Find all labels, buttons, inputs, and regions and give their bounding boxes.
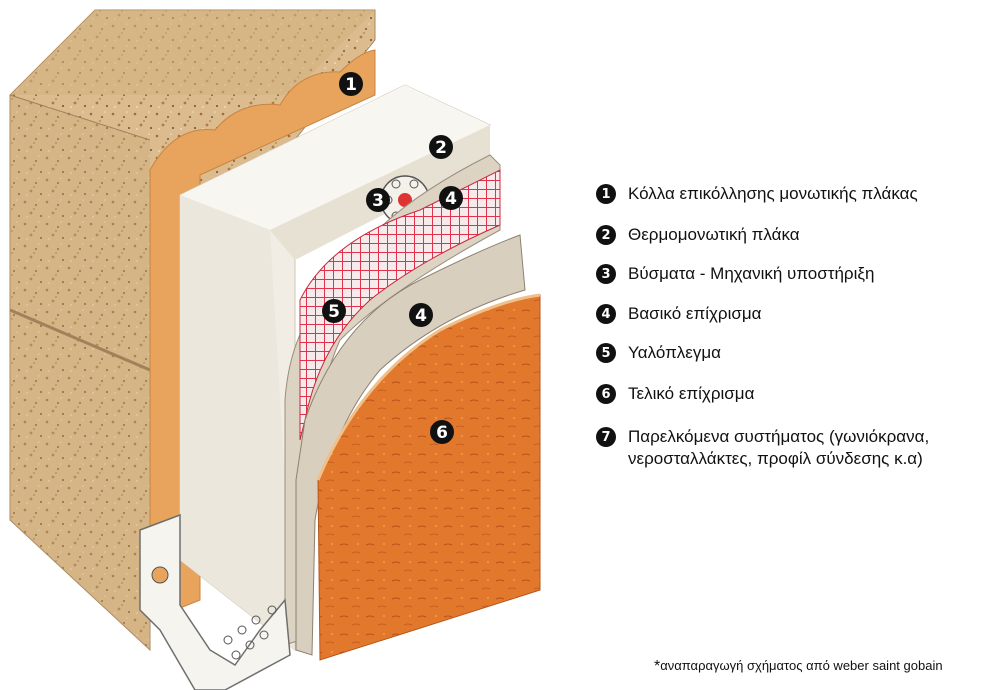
legend-item-2: 2 Θερμομονωτική πλάκα xyxy=(596,224,800,246)
legend-item-3: 3 Βύσματα - Μηχανική υποστήριξη xyxy=(596,263,874,285)
legend-item-4: 4 Βασικό επίχρισμα xyxy=(596,303,761,325)
marker-1: 1 xyxy=(339,72,363,96)
legend-text-3: Βύσματα - Μηχανική υποστήριξη xyxy=(628,263,874,285)
marker-4-lower: 4 xyxy=(409,303,433,327)
svg-text:4: 4 xyxy=(445,189,457,209)
legend-number-5: 5 xyxy=(596,343,616,363)
marker-5: 5 xyxy=(322,299,346,323)
legend-item-7: 7 Παρελκόμενα συστήματος (γωνιόκρανα, νε… xyxy=(596,426,929,470)
legend-text-4: Βασικό επίχρισμα xyxy=(628,303,761,325)
marker-4-upper: 4 xyxy=(439,186,463,210)
legend-text-1: Κόλλα επικόλλησης μονωτικής πλάκας xyxy=(628,183,918,205)
legend-text-7: Παρελκόμενα συστήματος (γωνιόκρανα, νερο… xyxy=(628,426,929,470)
legend-text-2: Θερμομονωτική πλάκα xyxy=(628,224,800,246)
footnote-text: αναπαραγωγή σχήματος από weber saint gob… xyxy=(660,658,942,673)
marker-3: 3 xyxy=(366,188,390,212)
svg-text:3: 3 xyxy=(372,191,384,211)
ETICS-layer-diagram: 1 2 3 4 5 4 6 xyxy=(0,0,600,690)
svg-text:6: 6 xyxy=(436,423,448,443)
svg-text:1: 1 xyxy=(345,75,357,95)
source-footnote: *αναπαραγωγή σχήματος από weber saint go… xyxy=(654,658,943,676)
legend-text-7-line-1: Παρελκόμενα συστήματος (γωνιόκρανα, xyxy=(628,426,929,448)
legend-number-4: 4 xyxy=(596,304,616,324)
legend-text-6: Τελικό επίχρισμα xyxy=(628,383,754,405)
svg-text:4: 4 xyxy=(415,306,427,326)
legend-item-5: 5 Υαλόπλεγμα xyxy=(596,342,721,364)
legend-text-5: Υαλόπλεγμα xyxy=(628,342,721,364)
legend-number-7: 7 xyxy=(596,427,616,447)
legend-text-7-line-2: νεροσταλλάκτες, προφίλ σύνδεσης κ.α) xyxy=(628,448,929,470)
svg-text:2: 2 xyxy=(435,138,447,158)
marker-2: 2 xyxy=(429,135,453,159)
legend-number-6: 6 xyxy=(596,384,616,404)
marker-6: 6 xyxy=(430,420,454,444)
legend-number-2: 2 xyxy=(596,225,616,245)
legend-item-6: 6 Τελικό επίχρισμα xyxy=(596,383,754,405)
legend-item-1: 1 Κόλλα επικόλλησης μονωτικής πλάκας xyxy=(596,183,918,205)
legend-number-3: 3 xyxy=(596,264,616,284)
svg-text:5: 5 xyxy=(328,302,340,322)
legend-number-1: 1 xyxy=(596,184,616,204)
